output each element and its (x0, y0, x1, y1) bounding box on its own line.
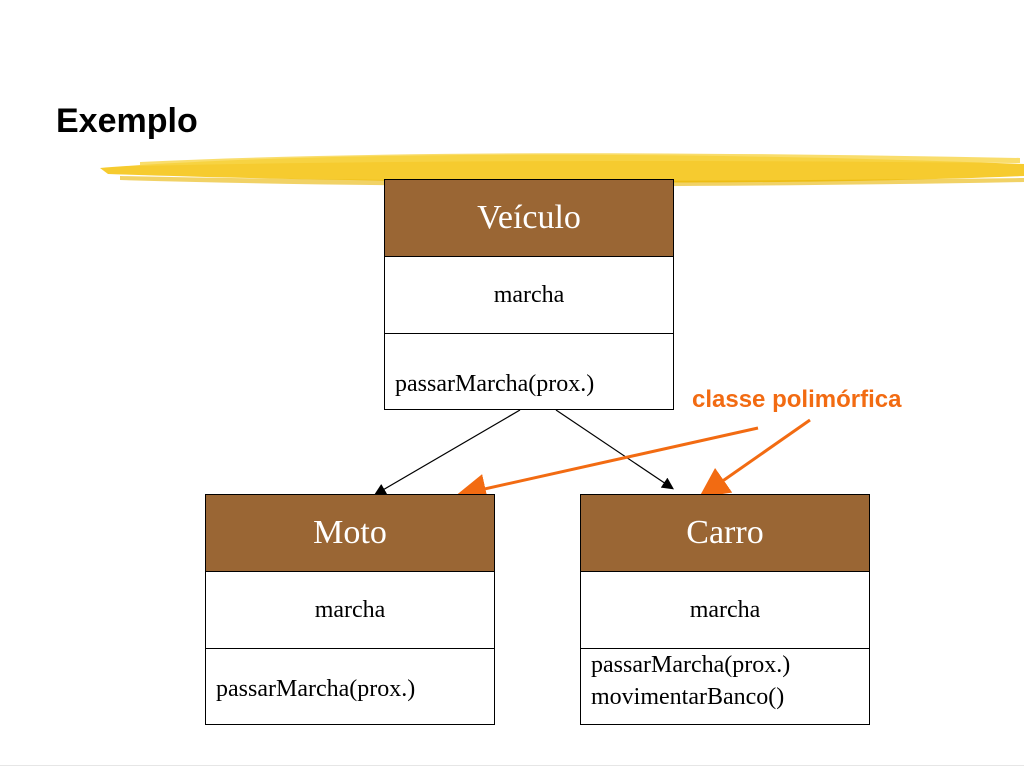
class-veiculo-methods: passarMarcha(prox.) (385, 334, 673, 400)
slide-title: Exemplo (56, 102, 198, 140)
class-veiculo-method: passarMarcha(prox.) (395, 371, 595, 397)
callout-arrow-carro (699, 418, 811, 498)
polymorphic-class-callout: classe polimórfica (692, 386, 902, 413)
title-brush-stroke (100, 153, 1024, 187)
class-carro-method-movimentar: movimentarBanco() (591, 684, 785, 710)
class-carro-method-passar: passarMarcha(prox.) (591, 652, 791, 678)
slide-bottom-divider (0, 765, 1024, 766)
class-veiculo-attribute: marcha (385, 257, 673, 334)
class-moto-attribute: marcha (206, 572, 494, 649)
class-moto-method: passarMarcha(prox.) (216, 676, 416, 702)
class-moto-methods: passarMarcha(prox.) (206, 649, 494, 705)
class-veiculo-name: Veículo (385, 180, 673, 257)
inheritance-line-moto (373, 409, 521, 496)
class-carro-methods: passarMarcha(prox.) movimentarBanco() (581, 649, 869, 713)
class-carro-attribute: marcha (581, 572, 869, 649)
inheritance-line-carro (555, 409, 674, 490)
class-carro-name: Carro (581, 495, 869, 572)
class-moto-name: Moto (206, 495, 494, 572)
class-carro: Carro marcha passarMarcha(prox.) movimen… (580, 494, 870, 725)
class-moto: Moto marcha passarMarcha(prox.) (205, 494, 495, 725)
callout-arrow-moto (456, 426, 759, 504)
class-veiculo: Veículo marcha passarMarcha(prox.) (384, 179, 674, 410)
